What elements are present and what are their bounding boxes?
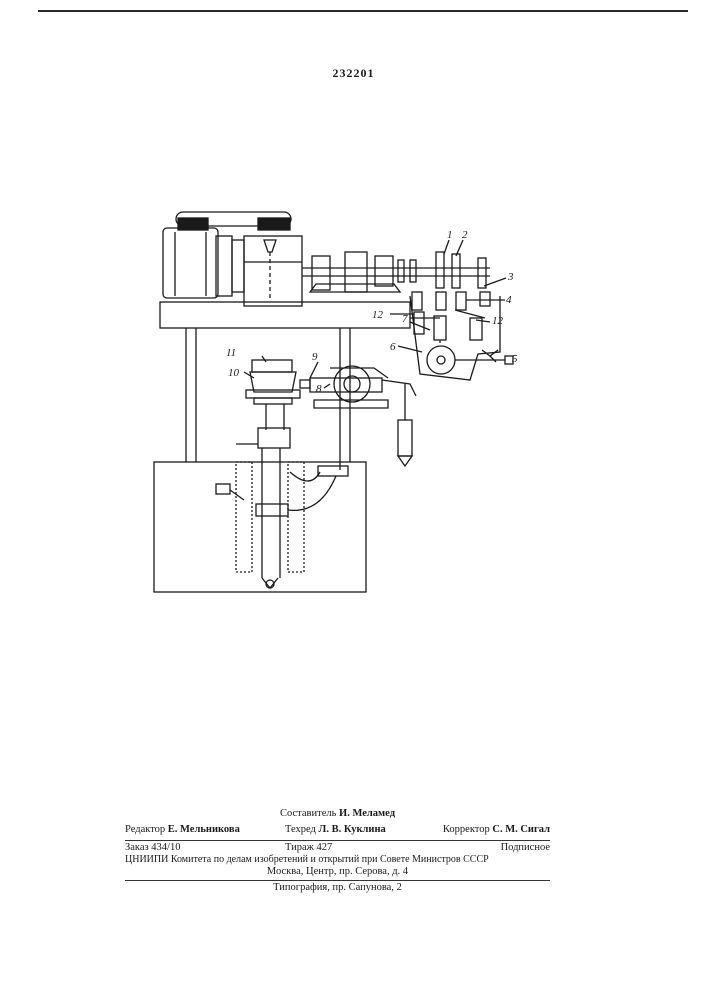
label-11: 11 xyxy=(226,347,236,359)
spindle-head xyxy=(244,236,302,306)
corrector-label: Корректор xyxy=(443,824,490,835)
cam-2 xyxy=(452,254,460,288)
workpiece-10 xyxy=(250,372,296,392)
corrector: Корректор С. М. Сигал xyxy=(443,824,550,835)
order: Заказ 434/10 xyxy=(125,842,180,853)
cam-housing xyxy=(410,296,500,380)
techred-label: Техред xyxy=(285,824,316,835)
subscription: Подписное xyxy=(501,842,550,853)
techred-name: Л. В. Куклина xyxy=(319,824,386,835)
circulation: Тираж 427 xyxy=(285,842,332,853)
label-5: 5 xyxy=(512,353,518,365)
editor-name: Е. Мельникова xyxy=(168,824,240,835)
cam-1 xyxy=(436,252,444,288)
label-4: 4 xyxy=(506,294,512,306)
compiler-line: Составитель И. Меламед xyxy=(125,808,550,819)
label-8: 8 xyxy=(316,383,322,395)
institute: ЦНИИПИ Комитета по делам изобретений и о… xyxy=(125,854,550,865)
label-10: 10 xyxy=(228,367,240,379)
label-9: 9 xyxy=(312,351,318,363)
label-12-left: 12 xyxy=(372,309,384,321)
label-6: 6 xyxy=(390,341,396,353)
compiler-name: И. Меламед xyxy=(339,808,395,819)
editor: Редактор Е. Мельникова xyxy=(125,824,240,835)
footer-rule-bottom xyxy=(125,880,550,881)
label-7: 7 xyxy=(402,313,408,325)
electric-motor xyxy=(163,228,218,298)
cam-wheel xyxy=(427,346,455,374)
chuck-11 xyxy=(252,360,292,372)
label-1: 1 xyxy=(447,229,453,241)
compiler-label: Составитель xyxy=(280,808,336,819)
corrector-name: С. М. Сигал xyxy=(492,824,550,835)
footer-rule-top xyxy=(125,840,550,841)
address: Москва, Центр, пр. Серова, д. 4 xyxy=(125,866,550,877)
printing: Типография, пр. Сапунова, 2 xyxy=(125,882,550,893)
editor-label: Редактор xyxy=(125,824,165,835)
label-12-right: 12 xyxy=(492,315,504,327)
label-3: 3 xyxy=(507,271,514,283)
techred: Техред Л. В. Куклина xyxy=(285,824,386,835)
label-2: 2 xyxy=(462,229,468,241)
